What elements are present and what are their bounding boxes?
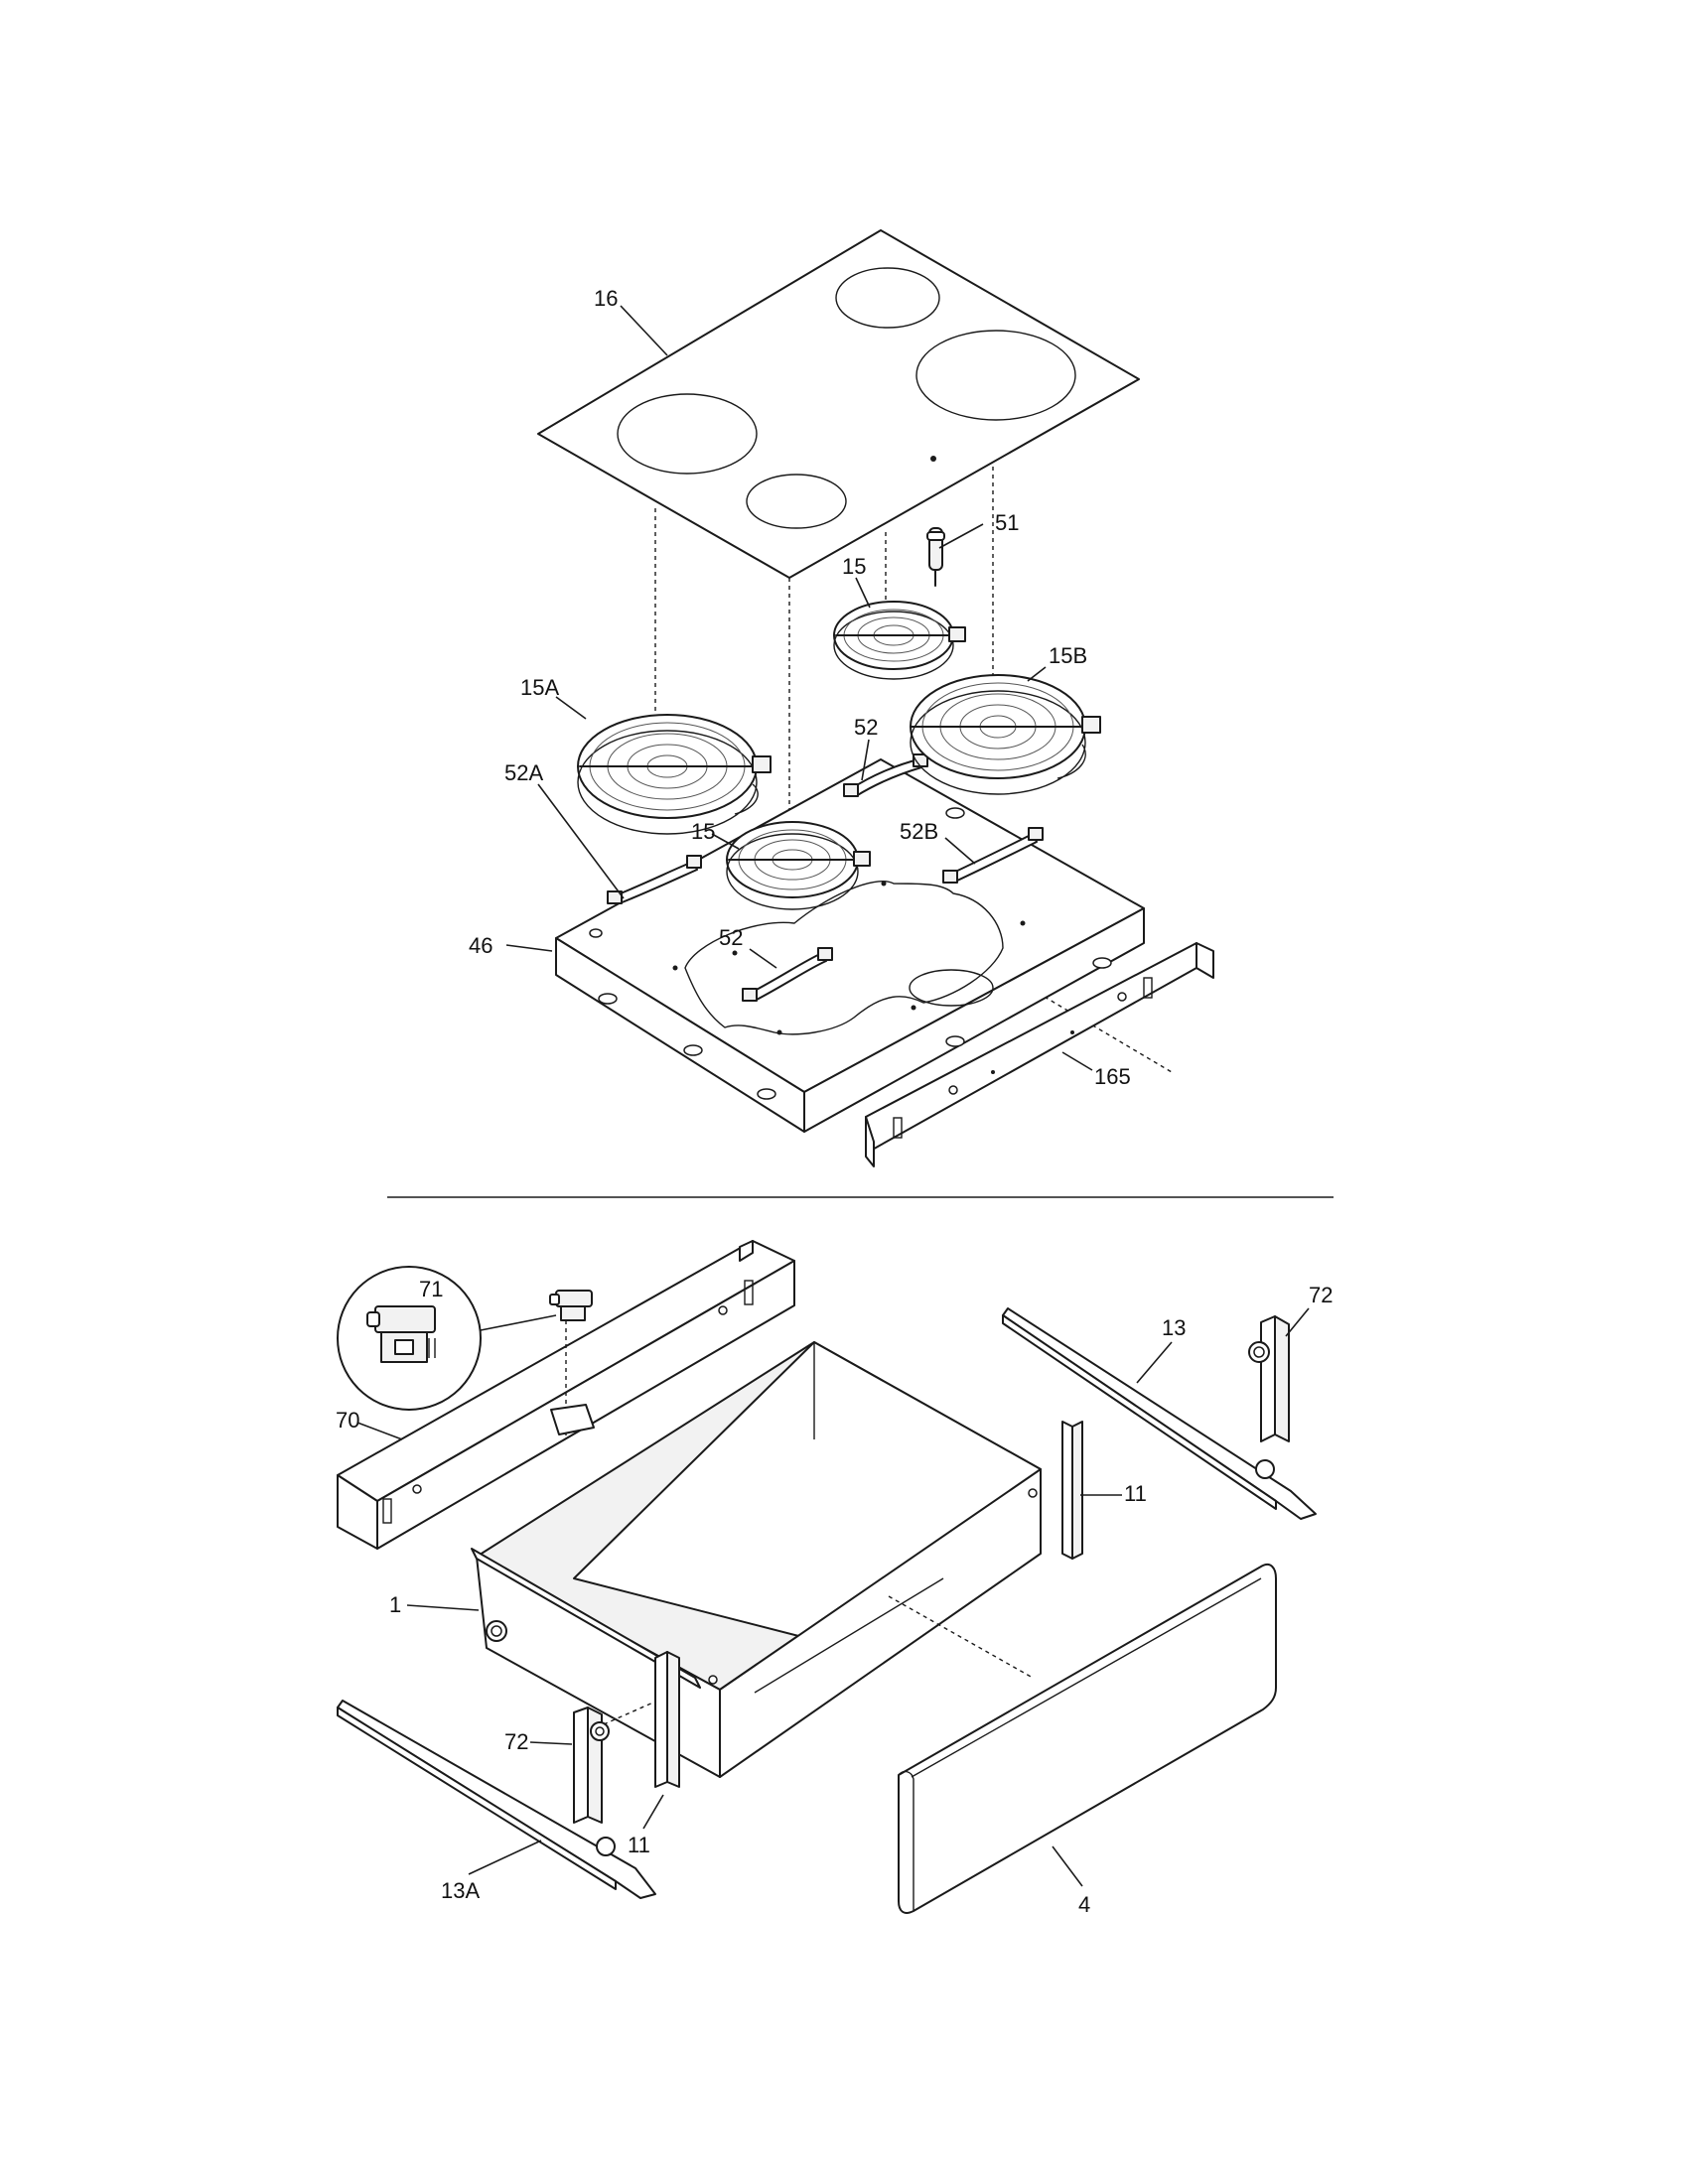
- callout-52-rear: 52: [854, 715, 878, 740]
- latch-leader: [480, 1314, 557, 1331]
- drawer-latch[interactable]: [549, 1290, 593, 1321]
- drawer-body[interactable]: [471, 1341, 1042, 1778]
- callout-165: 165: [1094, 1064, 1131, 1089]
- callout-15B: 15B: [1049, 643, 1087, 668]
- surface-element-small-rear[interactable]: [833, 601, 966, 680]
- drawer-side-bracket-left[interactable]: [654, 1651, 680, 1788]
- sensor[interactable]: [926, 527, 945, 587]
- callout-15-front: 15: [691, 819, 715, 844]
- drawer-slide-left[interactable]: [337, 1700, 656, 1899]
- element-bracket-b[interactable]: [942, 827, 1044, 884]
- slide-bracket-right[interactable]: [1248, 1315, 1290, 1442]
- callout-52B: 52B: [900, 819, 938, 844]
- callout-4: 4: [1078, 1892, 1090, 1917]
- drawer-slide-right[interactable]: [1002, 1307, 1317, 1520]
- callout-70: 70: [336, 1408, 359, 1433]
- slide-dash: [603, 1701, 656, 1725]
- latch-mount: [550, 1404, 595, 1435]
- alignment-lines: [654, 467, 1173, 1073]
- callout-72-right: 72: [1309, 1283, 1333, 1307]
- element-bracket-a[interactable]: [607, 855, 702, 904]
- leader-lines: [356, 305, 1310, 1887]
- callout-52-front: 52: [719, 925, 743, 950]
- slide-bracket-left[interactable]: [573, 1706, 610, 1824]
- burner-box[interactable]: [555, 758, 1145, 1133]
- callout-15-rear: 15: [842, 554, 866, 579]
- callout-11-left: 11: [628, 1833, 650, 1857]
- callout-52A: 52A: [504, 760, 543, 785]
- callout-51: 51: [995, 510, 1019, 535]
- drawer-front-panel[interactable]: [898, 1563, 1277, 1914]
- cooktop-glass[interactable]: [537, 229, 1140, 579]
- surface-element-large-right[interactable]: [910, 674, 1101, 795]
- callout-46: 46: [469, 933, 492, 958]
- callout-13A: 13A: [441, 1878, 480, 1903]
- callout-15A: 15A: [520, 675, 559, 700]
- callout-labels: 16 51 15 15B 15A 52 52A 15 52B 46 52 165…: [336, 286, 1333, 1917]
- front-panel-dash: [888, 1595, 1034, 1679]
- element-bracket-front[interactable]: [742, 947, 833, 1002]
- surface-element-small-front[interactable]: [726, 821, 871, 910]
- callout-16: 16: [594, 286, 618, 311]
- callout-71: 71: [419, 1277, 443, 1301]
- callout-1: 1: [389, 1592, 401, 1617]
- front-rail-bracket[interactable]: [865, 942, 1214, 1167]
- drawer-latch-inset: [337, 1266, 482, 1411]
- callout-11-right: 11: [1124, 1481, 1147, 1506]
- drawer-side-bracket-right[interactable]: [1061, 1421, 1083, 1560]
- callout-72-left: 72: [504, 1729, 528, 1754]
- surface-element-large-left[interactable]: [577, 714, 772, 835]
- callout-13: 13: [1162, 1315, 1186, 1340]
